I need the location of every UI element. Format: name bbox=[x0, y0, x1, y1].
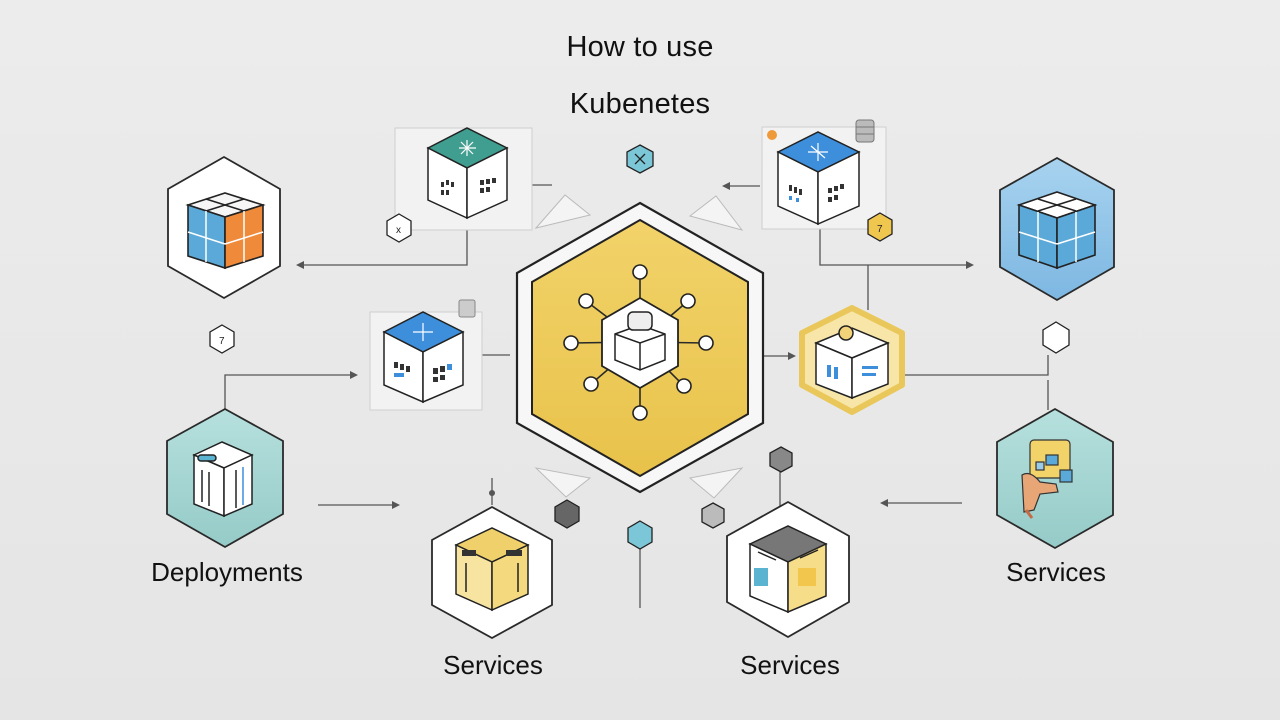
middle-left-cube-card bbox=[369, 299, 483, 411]
svg-text:x: x bbox=[396, 225, 401, 236]
left-top-hexagon-node bbox=[167, 155, 281, 300]
small-hexagon-marker-icon bbox=[554, 499, 580, 529]
right-bottom-hexagon-node bbox=[996, 407, 1114, 550]
container-icon bbox=[454, 527, 530, 612]
hand-puzzle-icon bbox=[1021, 439, 1073, 519]
small-hexagon-marker-icon: x bbox=[386, 213, 412, 243]
bottom-right-hexagon-node bbox=[726, 500, 850, 639]
server-rack-icon bbox=[458, 299, 476, 318]
left-bottom-hexagon-node bbox=[166, 407, 284, 549]
core-wedges bbox=[534, 194, 744, 499]
diagram-title-line1: How to use bbox=[566, 31, 714, 63]
label-services-right: Services bbox=[1006, 557, 1106, 587]
container-icon bbox=[382, 311, 465, 404]
small-hexagon-marker-icon: 7 bbox=[209, 324, 235, 354]
diagram-title-line2: Kubenetes bbox=[569, 88, 711, 120]
small-hexagon-marker-icon bbox=[769, 446, 793, 473]
label-services-bottom-right: Services bbox=[740, 650, 840, 680]
cube-pod-icon bbox=[614, 311, 666, 371]
connector-dot bbox=[489, 490, 495, 496]
small-hexagon-marker-icon: 7 bbox=[867, 212, 893, 242]
connector-right bbox=[903, 355, 1049, 376]
kubernetes-core-hexagon bbox=[515, 201, 765, 494]
container-icon bbox=[748, 525, 828, 614]
small-hexagon-marker-icon bbox=[701, 502, 725, 529]
container-icon bbox=[814, 325, 890, 400]
server-rack-icon bbox=[855, 119, 875, 143]
server-rack-icon bbox=[192, 441, 254, 518]
small-hexagon-marker-icon bbox=[627, 520, 653, 550]
top-left-cube-card bbox=[394, 127, 533, 231]
top-right-cube-card bbox=[761, 119, 887, 230]
middle-right-cube-node bbox=[799, 305, 905, 415]
small-hexagon-marker-icon bbox=[1042, 321, 1070, 354]
cube-pod-icon bbox=[1016, 191, 1098, 270]
cube-pod-icon bbox=[185, 192, 266, 270]
small-hexagon-marker-icon bbox=[626, 144, 654, 174]
svg-text:7: 7 bbox=[877, 224, 883, 235]
container-icon bbox=[426, 127, 509, 220]
small-hexagon-markers: x 7 7 bbox=[209, 144, 1070, 550]
bottom-left-hexagon-node bbox=[431, 505, 553, 640]
right-top-hexagon-node bbox=[999, 156, 1115, 302]
label-deployments: Deployments bbox=[151, 557, 303, 587]
svg-text:7: 7 bbox=[219, 336, 225, 347]
label-services-bottom-left: Services bbox=[443, 650, 543, 680]
container-icon bbox=[776, 131, 861, 226]
